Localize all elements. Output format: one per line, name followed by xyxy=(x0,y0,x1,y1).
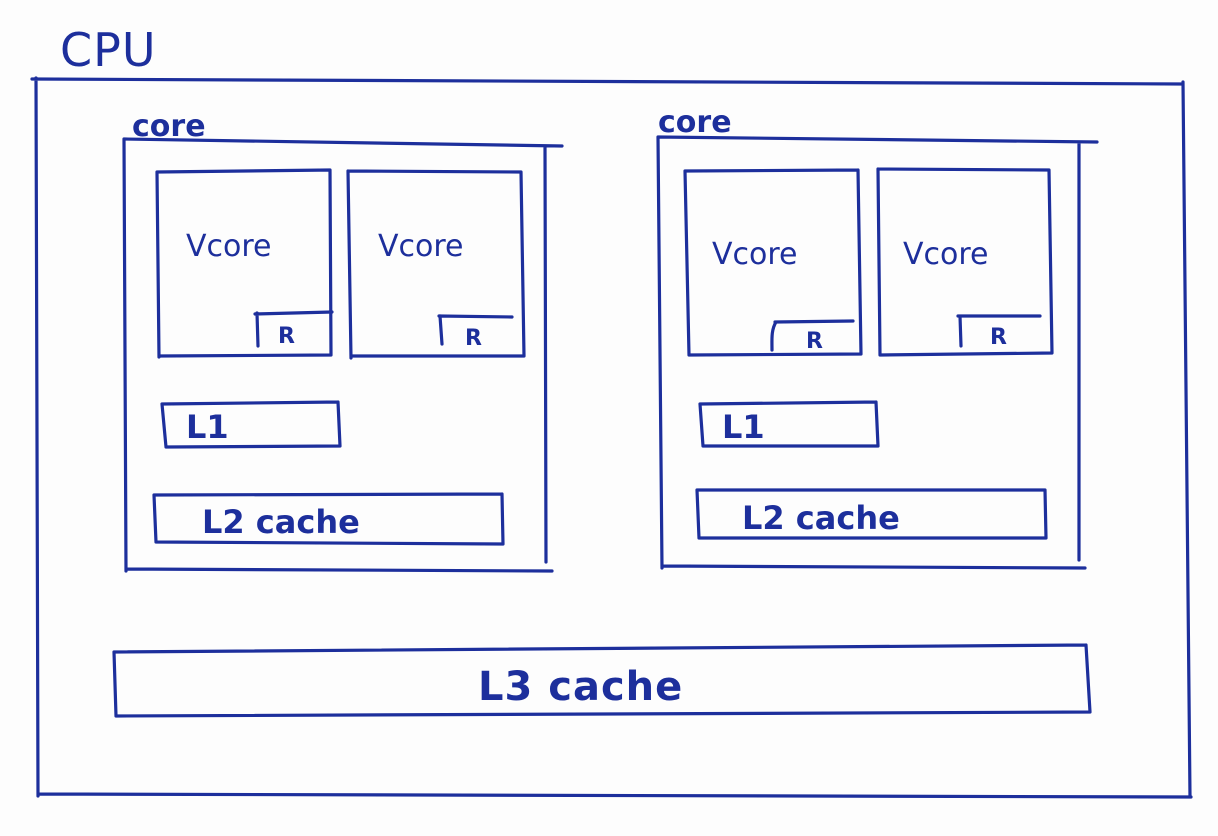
core-1-vcore-1-register: R xyxy=(278,324,295,349)
core-2-vcore-2-register: R xyxy=(990,325,1007,350)
core-2-vcore-1-box xyxy=(683,168,863,357)
core-2-box xyxy=(656,135,1099,570)
core-1-vcore-1: Vcore R xyxy=(155,168,334,359)
core-1-l1-box xyxy=(160,400,342,449)
cpu-label: CPU xyxy=(60,23,157,77)
core-1-l1-cache: L1 xyxy=(160,400,342,449)
core-1: core Vcore R Vcore R L1 L2 cache xyxy=(122,109,564,573)
core-2-vcore-2-register-box xyxy=(956,314,1042,348)
core-1-vcore-1-box xyxy=(155,168,333,359)
core-2-vcore-2-box xyxy=(876,167,1054,357)
l3-cache-box xyxy=(112,643,1092,718)
core-1-vcore-2-register-box xyxy=(437,314,514,346)
core-2-l1-box xyxy=(698,400,880,448)
core-1-vcore-1-label: Vcore xyxy=(186,229,272,264)
core-1-vcore-2-box xyxy=(346,169,526,360)
core-2-vcore-2: Vcore R xyxy=(876,167,1054,357)
core-2-vcore-2-label: Vcore xyxy=(903,237,989,272)
core-2-vcore-1: Vcore R xyxy=(683,168,863,357)
l3-cache: L3 cache xyxy=(112,643,1092,718)
core-1-box xyxy=(122,137,564,573)
core-2-l2-cache: L2 cache xyxy=(695,488,1048,540)
core-1-l2-label: L2 cache xyxy=(202,503,360,541)
core-2-l1-label: L1 xyxy=(722,408,765,446)
core-2-vcore-1-label: Vcore xyxy=(712,237,798,272)
core-2-l1-cache: L1 xyxy=(698,400,880,448)
core-2-l2-box xyxy=(695,488,1048,540)
core-1-l2-cache: L2 cache xyxy=(152,492,505,546)
core-2-label: core xyxy=(658,105,732,140)
core-1-vcore-2-register: R xyxy=(465,326,482,351)
core-2-l2-label: L2 cache xyxy=(742,499,900,537)
core-2-vcore-1-register-box xyxy=(770,319,855,352)
core-1-vcore-2-label: Vcore xyxy=(378,229,464,264)
cpu-box xyxy=(30,76,1193,799)
core-2-vcore-1-register: R xyxy=(806,329,823,354)
core-1-vcore-2: Vcore R xyxy=(346,169,526,360)
core-2: core Vcore R Vcore R L1 L2 cache xyxy=(656,105,1099,570)
core-1-l2-box xyxy=(152,492,505,546)
l3-cache-label: L3 cache xyxy=(478,664,683,710)
core-1-l1-label: L1 xyxy=(186,408,229,446)
core-1-vcore-1-register-box xyxy=(253,310,334,348)
